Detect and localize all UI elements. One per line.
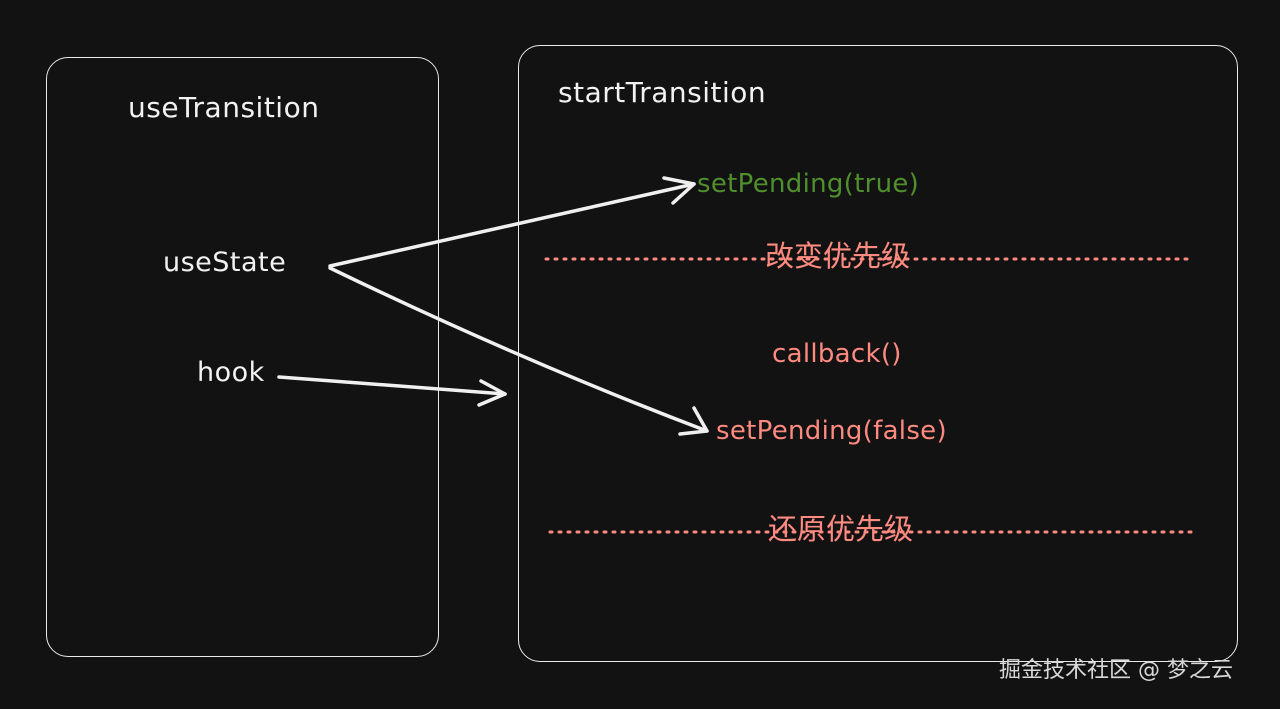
hook-label: hook [197,357,265,388]
callback-label: callback() [772,339,902,369]
watermark-text: 掘金技术社区 @ 梦之云 [999,658,1233,683]
set-pending-false-label: setPending(false) [716,416,947,446]
change-priority-label: 改变优先级 [765,239,911,273]
start-transition-title: startTransition [558,76,767,109]
set-pending-true-label: setPending(true) [697,169,920,199]
use-state-label: useState [163,247,287,278]
use-transition-title: useTransition [128,91,320,124]
restore-priority-label: 还原优先级 [768,512,914,546]
